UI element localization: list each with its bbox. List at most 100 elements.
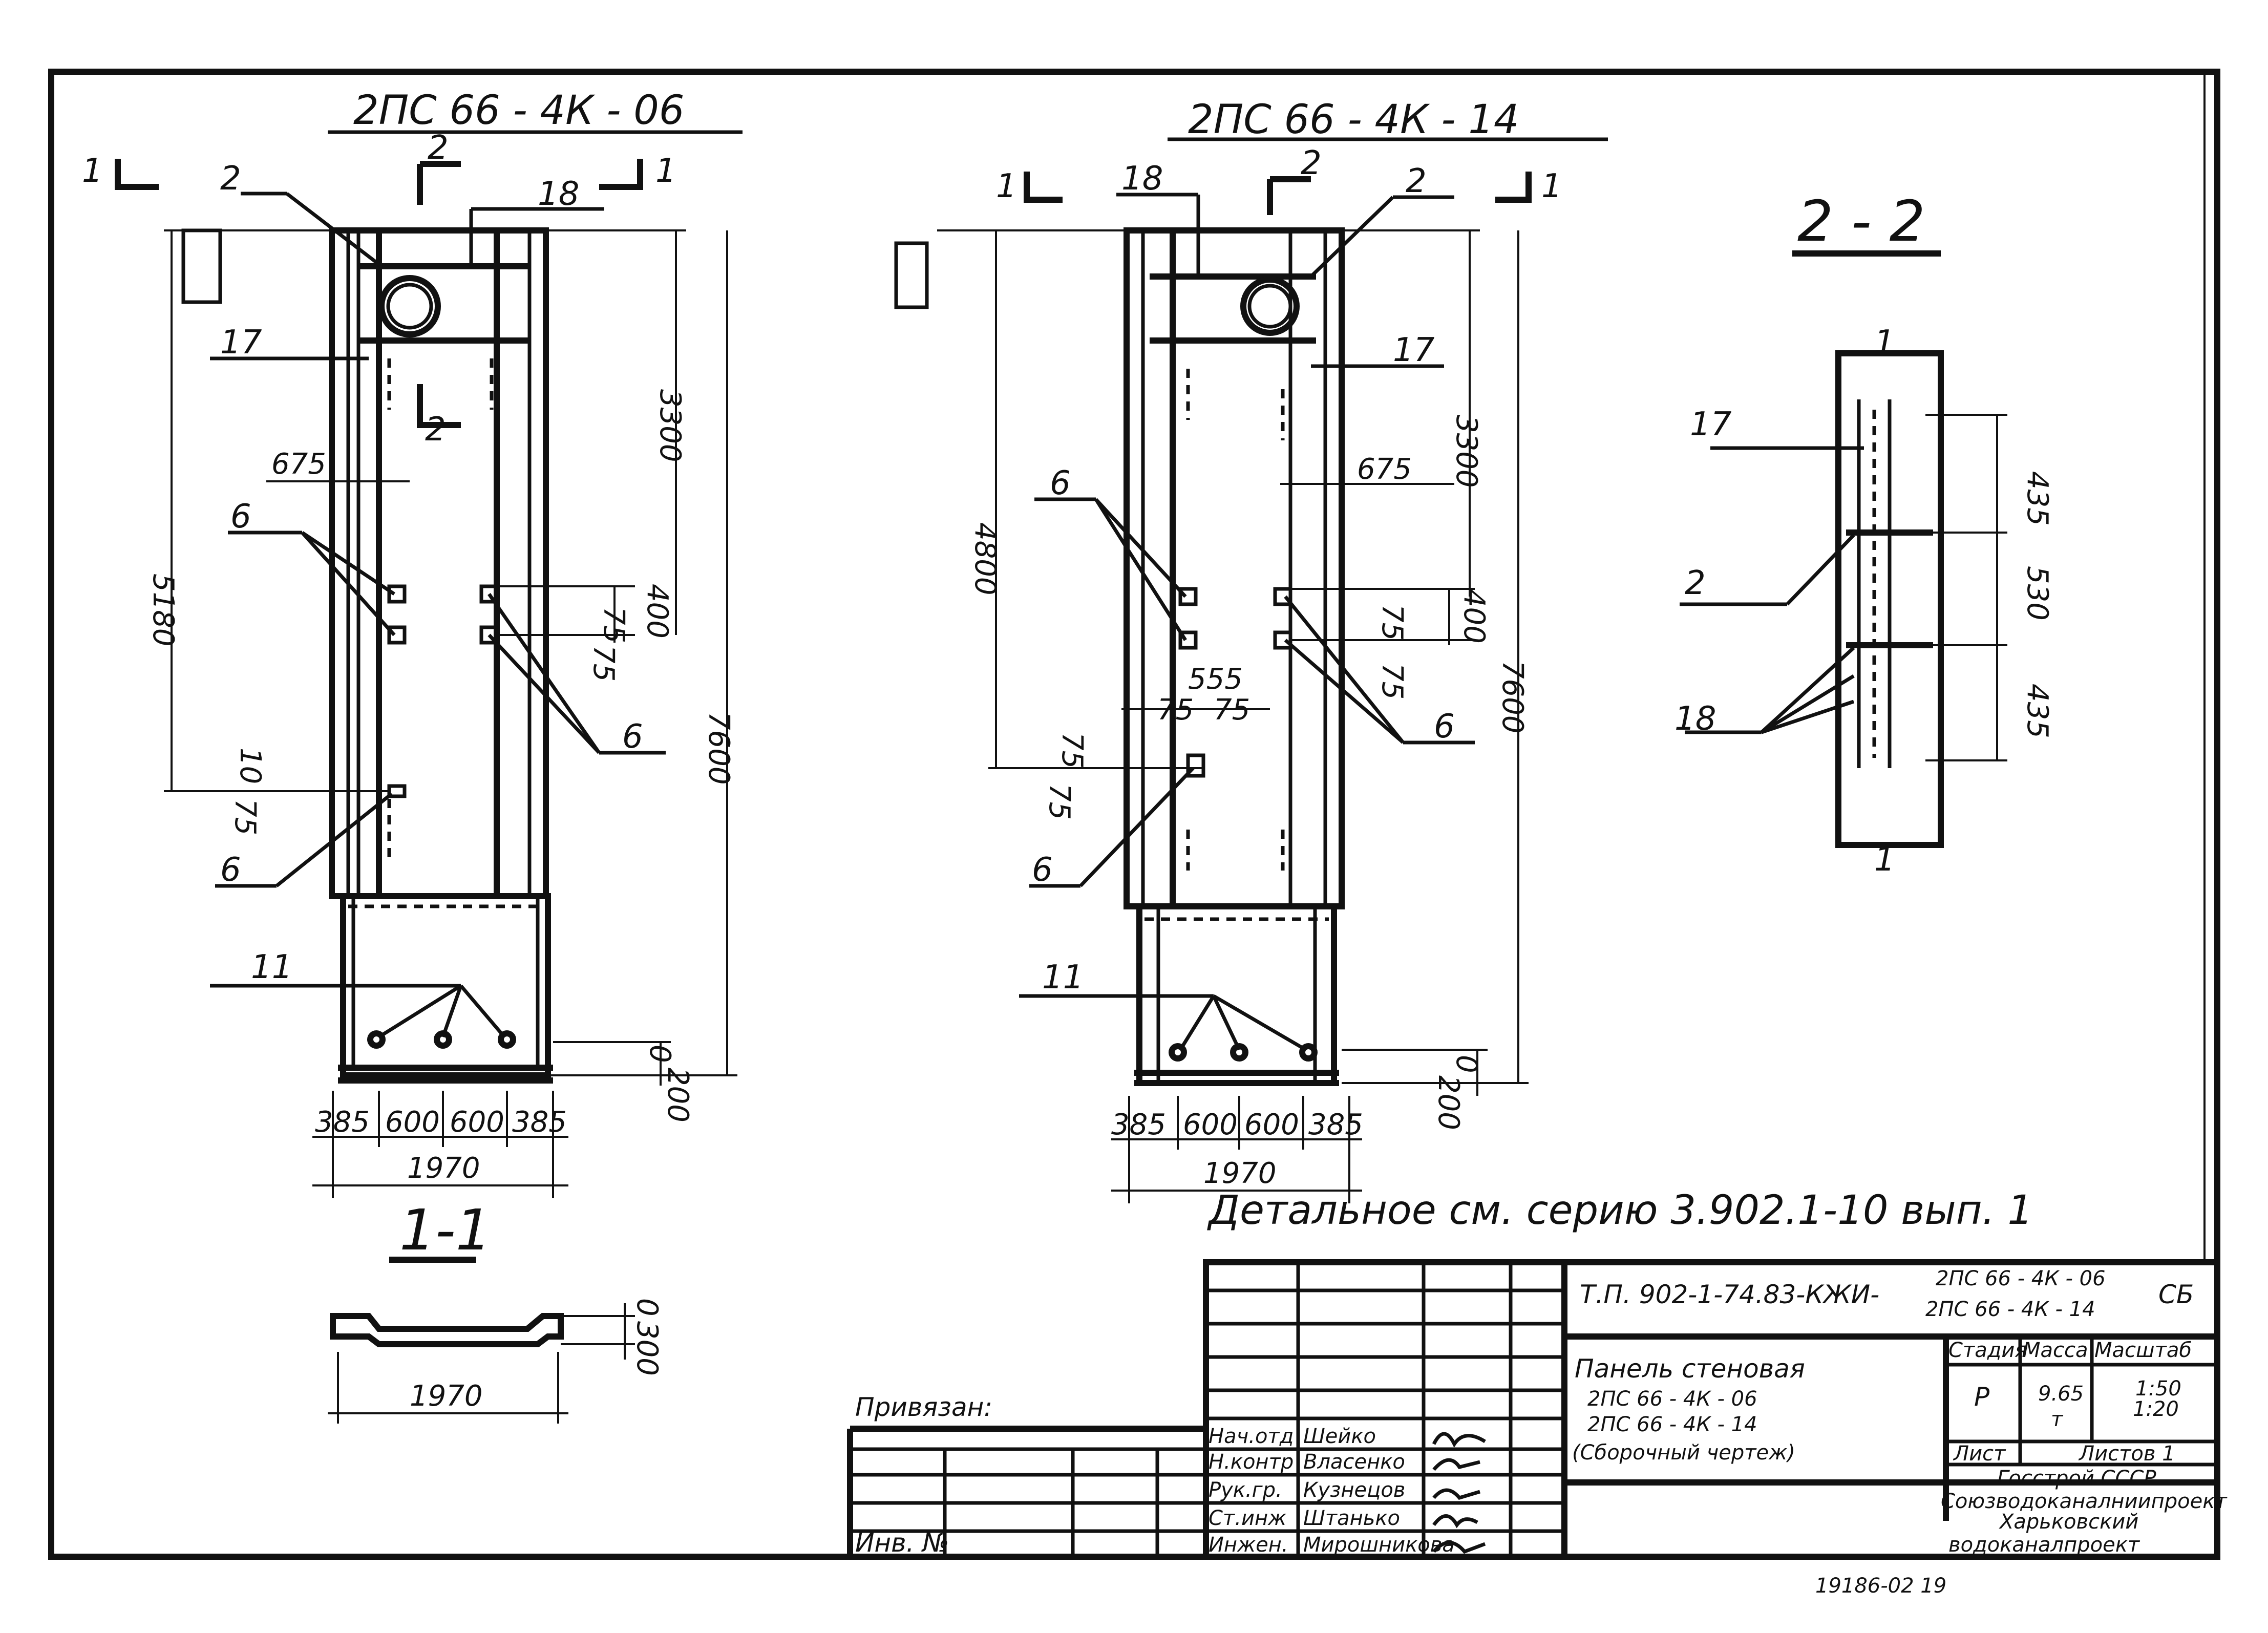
drawing-stroke [285,192,383,268]
drawing-label: Инжен. [1209,1533,1288,1557]
drawing-label: 1 [996,167,1017,205]
drawing-label: 675 [1357,453,1412,486]
drawing-stroke [1079,767,1195,887]
drawing-label: 385 [512,1106,567,1139]
drawing-label: Харьковский [1999,1510,2138,1534]
drawing-stroke [1094,498,1187,641]
drawing-label: 18 [538,175,579,213]
drawing-stroke [1178,587,1198,606]
drawing-label: 75 [587,645,620,682]
drawing-label: Кузнецов [1303,1478,1405,1502]
title-block: Привязан: Инв. № Нач.отд Шейко Н.контр В… [847,1259,2228,1560]
drawing-label: Власенко [1303,1450,1405,1474]
drawing-stroke [1309,196,1394,278]
view-right-title: 2ПС 66 - 4К - 14 [1188,97,1519,143]
pipe-opening-left [378,275,441,337]
drawing-label: 400 [1457,589,1491,644]
pipe-opening-right [1240,277,1300,336]
drawing-stroke [1432,1432,1486,1448]
drawing-label: 18 [1121,160,1163,198]
drawing-label: 1 [1541,167,1562,205]
drawing-label: Стадия [1948,1339,2027,1362]
drawing-stroke [1212,995,1241,1051]
drawing-label: Масса [2023,1339,2088,1362]
drawing-label: Привязан: [855,1392,992,1422]
drawing-label: 75 [1375,663,1409,699]
section-1-1-title: 1-1 [399,1197,492,1263]
drawing-label: 200 [1432,1075,1465,1130]
drawing-stroke [301,531,396,637]
drawing-label: 2 [1301,144,1322,182]
drawing-label: Союзводоканалниипроект [1941,1490,2228,1513]
drawing-label: 10 [234,748,267,784]
drawing-label: 6 [1032,851,1053,889]
drawing-label: 385 [1308,1108,1363,1141]
drawing-label: Ст.инж [1209,1507,1286,1530]
drawing-stroke [1432,1541,1486,1554]
drawing-label: 1 [82,152,103,190]
drawing-label: Панель стеновая [1575,1354,1805,1384]
drawing-stroke [1284,639,1405,744]
drawing-stroke [378,984,462,1038]
drawing-label: 2ПС 66 - 4К - 14 [1925,1298,2095,1321]
drawing-label: 300 [630,1321,664,1376]
drawing-label: 400 [641,584,674,639]
drawing-label: 0 [630,1298,664,1317]
drawing-label: 3300 [653,389,687,462]
drawing-stroke [367,1030,386,1049]
drawing-label: 17 [1393,331,1435,369]
view-left: 2ПС 66 - 4К - 06 1 1 [82,88,743,1198]
drawing-label: Листов 1 [2078,1442,2175,1466]
drawing-stroke [1179,995,1215,1051]
drawing-stroke [1267,176,1311,215]
drawing-stroke [275,792,393,887]
sheet-frame [48,69,2220,1560]
drawing-label: 75 [1043,783,1076,820]
drawing-stroke [459,984,506,1038]
drawing-stroke [1761,699,1855,734]
drawing-label: 2 [220,160,241,198]
drawing-label: 11 [251,948,292,986]
drawing-label: 1970 [410,1380,483,1413]
drawing-stroke [417,384,461,428]
drawing-label: 675 [271,448,326,481]
drawing-label: 3300 [1450,415,1483,488]
drawing-label: 2ПС 66 - 4К - 06 [1587,1387,1757,1411]
drawing-label: 75 [597,607,630,643]
drawing-label: 1970 [407,1152,480,1185]
drawing-stroke [1094,498,1187,598]
drawing-stroke [386,283,433,330]
drawing-label: 6 [230,498,251,536]
drawing-label: 385 [1111,1108,1166,1141]
drawing-label: 2 [425,411,446,449]
drawing-stroke [417,161,461,205]
drawing-stroke [301,531,395,596]
drawing-label: Мирошникова [1303,1533,1455,1557]
drawing-stroke [1273,630,1292,650]
drawing-label: 5180 [146,574,180,647]
drawing-label: 555 [1188,663,1243,696]
section-1-1-profile [330,1313,564,1347]
drawing-label: водоканалпроект [1948,1533,2140,1557]
drawing-label: 75 [1214,693,1250,727]
drawing-label: 17 [220,324,262,362]
drawing-label: Р [1974,1382,1990,1412]
drawing-label: 1970 [1203,1157,1277,1190]
drawing-label: 200 [661,1068,694,1122]
drawing-label: 75 [1055,732,1089,769]
drawing-stroke [181,228,222,304]
drawing-stroke [1835,350,1944,848]
drawing-label: 1 [1874,841,1895,879]
drawing-label: 6 [1434,708,1455,746]
drawing-label: 0 [1450,1055,1483,1073]
drawing-label: 1 [655,152,676,190]
drawing-stroke [1273,587,1292,606]
drawing-label: Лист [1953,1442,2006,1466]
drawing-label: Рук.гр. [1209,1478,1282,1502]
drawing-label: 435 [2021,471,2054,526]
drawing-label: 17 [1690,406,1732,443]
drawing-stroke [894,241,929,309]
drawing-label: 75 [1157,693,1194,727]
section-2-2-title: 2 - 2 [1797,188,1925,254]
